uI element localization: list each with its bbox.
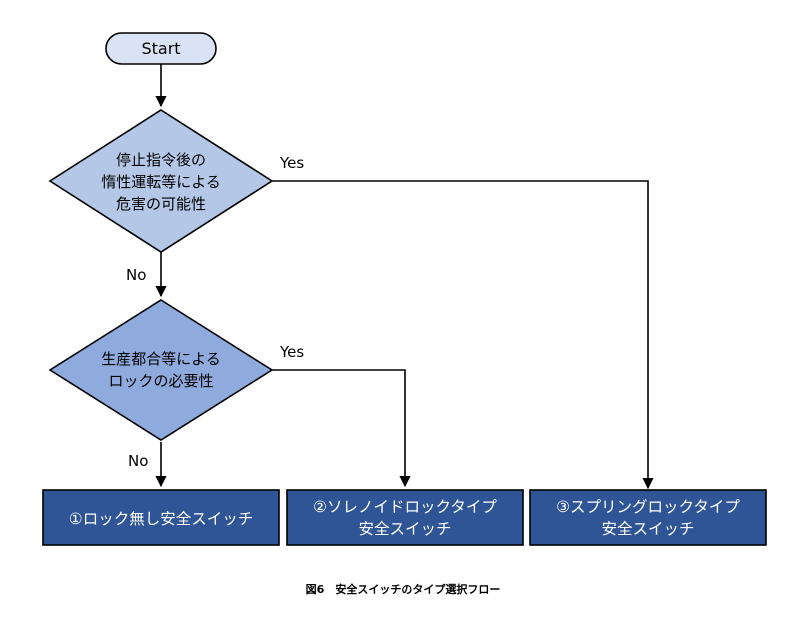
decision1-line-3: 危害の可能性 bbox=[116, 195, 206, 213]
decision1-line-1: 停止指令後の bbox=[116, 151, 206, 169]
result-3-line-1: ③スプリングロックタイプ bbox=[556, 498, 740, 516]
result-3-line-2: 安全スイッチ bbox=[601, 520, 694, 538]
result-2-line-2: 安全スイッチ bbox=[358, 520, 451, 538]
start-terminal: Start bbox=[105, 32, 217, 65]
edge-label-d2-no: No bbox=[128, 452, 148, 470]
decision2-line-1: 生産都合等による bbox=[101, 350, 221, 368]
result-box-2: ②ソレノイドロックタイプ 安全スイッチ bbox=[286, 489, 524, 546]
result-box-1: ①ロック無し安全スイッチ bbox=[42, 489, 280, 546]
result-1-line-1: ①ロック無し安全スイッチ bbox=[69, 510, 253, 528]
edge-label-d1-no: No bbox=[126, 266, 146, 284]
connector-decision1-yes bbox=[272, 180, 654, 490]
connector-decision2-yes bbox=[272, 369, 411, 488]
decision1-line-2: 惰性運転等による bbox=[101, 173, 221, 191]
decision2-diamond: 生産都合等による ロックの必要性 bbox=[48, 299, 274, 441]
edge-label-d1-yes: Yes bbox=[279, 154, 304, 172]
decision2-line-2: ロックの必要性 bbox=[108, 372, 213, 390]
result-2-line-1: ②ソレノイドロックタイプ bbox=[313, 498, 497, 516]
figure-caption: 図6 安全スイッチのタイプ選択フロー bbox=[306, 582, 501, 596]
result-box-3: ③スプリングロックタイプ 安全スイッチ bbox=[529, 489, 767, 546]
edge-label-d2-yes: Yes bbox=[279, 343, 304, 361]
start-label: Start bbox=[141, 39, 180, 58]
decision1-diamond: 停止指令後の 惰性運転等による 危害の可能性 bbox=[48, 109, 274, 253]
